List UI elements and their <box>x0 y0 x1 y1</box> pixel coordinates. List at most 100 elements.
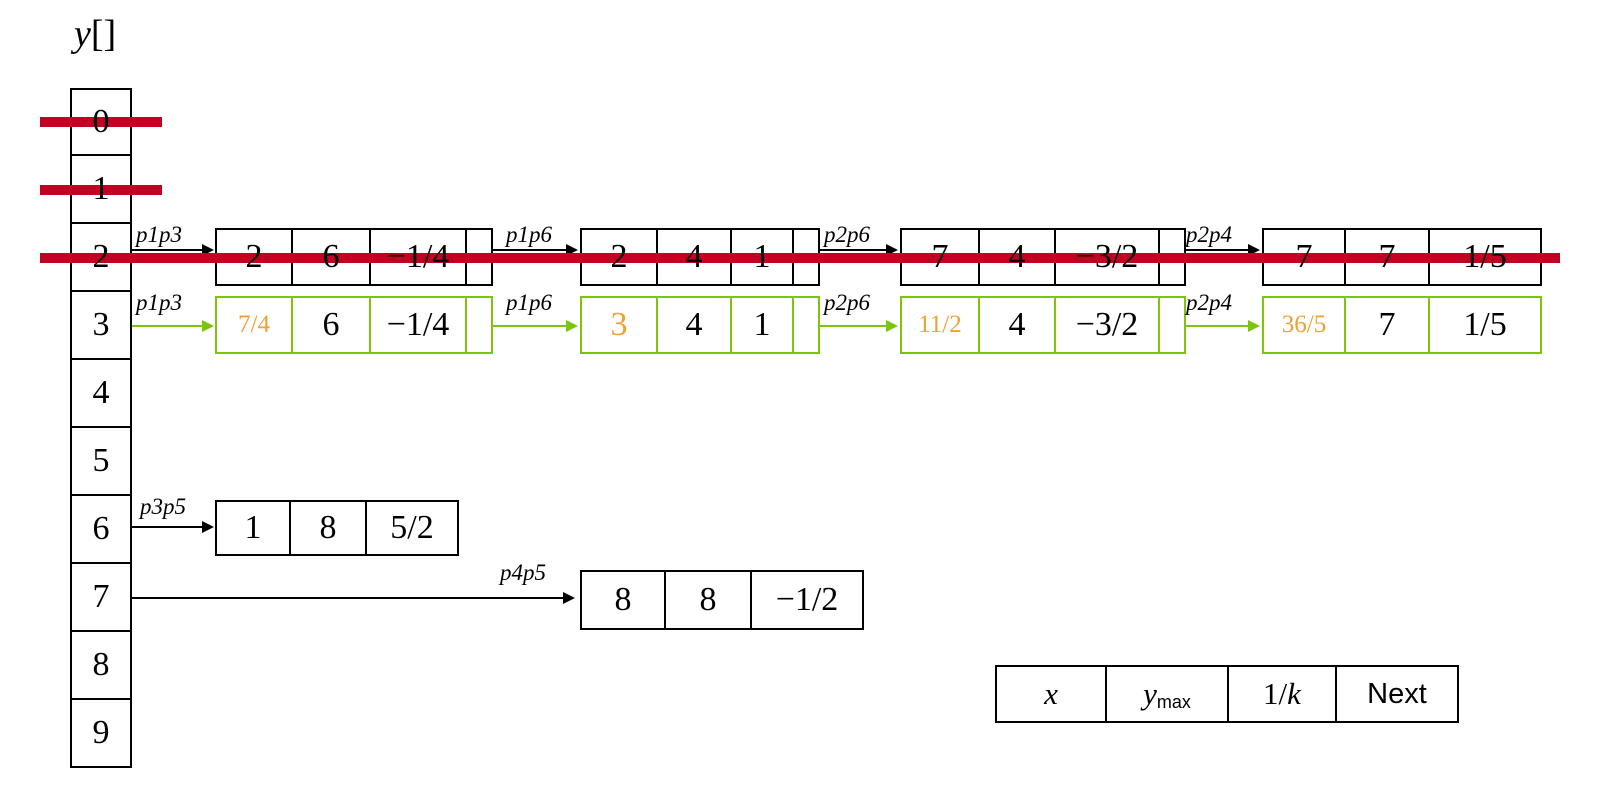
node-x-cell: 3 <box>580 296 658 354</box>
node-ymax-value: 6 <box>322 306 340 343</box>
array-index-label: 5 <box>92 442 110 479</box>
legend-x-label: x <box>1044 676 1058 711</box>
array-cell-9: 9 <box>70 700 132 768</box>
link-arrow-row3-1 <box>493 320 578 332</box>
edge-pair-label: p2p4 <box>1186 222 1232 247</box>
array-index-label: 8 <box>92 646 110 683</box>
array-title: y[] <box>74 12 116 56</box>
node-x-value: 7 <box>1295 238 1313 275</box>
arrowhead-icon <box>563 592 575 604</box>
scanline-marker-row2 <box>40 253 1560 263</box>
array-cell-4: 4 <box>70 360 132 428</box>
node-x-cell: 36/5 <box>1262 296 1346 354</box>
link-arrow-row2-2 <box>820 244 898 256</box>
arrowhead-icon <box>202 320 214 332</box>
link-arrow-row3-2 <box>820 320 898 332</box>
array-index-label: 3 <box>92 306 110 343</box>
edge-pair-label: p1p3 <box>136 290 182 315</box>
array-index-label: 0 <box>92 103 110 140</box>
node-x-cell: 8 <box>580 570 666 630</box>
node-x-cell: 7/4 <box>215 296 293 354</box>
array-cell-5: 5 <box>70 428 132 496</box>
node-x-cell: 11/2 <box>900 296 980 354</box>
node-ymax-value: 8 <box>699 581 717 618</box>
link-arrow-row3-0 <box>132 320 214 332</box>
arrowhead-icon <box>886 320 898 332</box>
array-index-label: 9 <box>92 714 110 751</box>
array-index-label: 7 <box>92 578 110 615</box>
legend-x-cell: x <box>995 665 1107 723</box>
array-index-label: 4 <box>92 374 110 411</box>
node-slope-value: −3/2 <box>1075 238 1139 275</box>
node-ymax-cell: 7 <box>1346 296 1430 354</box>
node-x-value: 7 <box>931 238 949 275</box>
node-ymax-value: 7 <box>1378 238 1396 275</box>
legend-next-label: Next <box>1367 677 1427 710</box>
node-slope-value: −1/2 <box>775 581 839 618</box>
edge-pair-label: p3p5 <box>140 494 186 519</box>
arrowhead-icon <box>1248 320 1260 332</box>
scanline-marker-row1 <box>40 185 162 195</box>
link-arrow-row7-0 <box>132 592 575 604</box>
node-x-value: 2 <box>245 238 263 275</box>
legend-ymax-label: y <box>1143 676 1157 711</box>
node-ymax-value: 4 <box>685 238 703 275</box>
link-arrow-row3-3 <box>1186 320 1260 332</box>
node-ymax-cell: 8 <box>666 570 752 630</box>
node-ymax-cell: 8 <box>291 500 367 556</box>
node-x-value: 36/5 <box>1281 311 1327 338</box>
next-pointer-cell <box>467 296 493 354</box>
legend-slope-prefix: 1/ <box>1263 676 1288 711</box>
link-arrow-row2-1 <box>493 244 578 256</box>
edge-node-row6-1: 1 8 5/2 <box>215 500 459 556</box>
node-slope-cell: 5/2 <box>367 500 459 556</box>
node-slope-cell: −1/4 <box>371 296 467 354</box>
node-ymax-value: 4 <box>1008 306 1026 343</box>
node-x-cell: 1 <box>215 500 291 556</box>
legend-slope-cell: 1/k <box>1229 665 1337 723</box>
node-slope-cell: 1 <box>732 296 794 354</box>
node-ymax-cell: 6 <box>293 296 371 354</box>
node-slope-value: 5/2 <box>390 509 434 546</box>
node-x-value: 11/2 <box>918 311 962 338</box>
array-cell-7: 7 <box>70 564 132 632</box>
edge-pair-label: p2p4 <box>1186 290 1232 315</box>
edge-pair-label: p1p6 <box>506 222 552 247</box>
node-slope-value: 1 <box>753 238 771 275</box>
node-ymax-value: 6 <box>322 238 340 275</box>
legend-slope-variable: k <box>1287 676 1301 711</box>
legend-next-cell: Next <box>1337 665 1459 723</box>
edge-node-row3-2: 3 4 1 <box>580 296 820 354</box>
edge-node-row7-1: 8 8 −1/2 <box>580 570 864 630</box>
node-slope-cell: −1/2 <box>752 570 864 630</box>
y-bucket-array: 0 1 2 3 4 5 6 7 8 9 <box>70 88 132 768</box>
link-arrow-row6-0 <box>132 521 214 533</box>
array-index-label: 2 <box>92 238 110 275</box>
edge-pair-label: p4p5 <box>500 560 546 585</box>
array-cell-8: 8 <box>70 632 132 700</box>
node-x-value: 3 <box>610 306 628 343</box>
node-ymax-value: 8 <box>319 509 337 546</box>
node-x-value: 8 <box>614 581 632 618</box>
array-cell-3: 3 <box>70 292 132 360</box>
node-ymax-value: 4 <box>685 306 703 343</box>
edge-node-row3-4: 36/5 7 1/5 <box>1262 296 1542 354</box>
arrowhead-icon <box>566 320 578 332</box>
edge-pair-label: p2p6 <box>824 290 870 315</box>
node-x-value: 7/4 <box>238 311 270 338</box>
node-slope-value: −3/2 <box>1075 306 1139 343</box>
link-arrow-row2-3 <box>1186 244 1260 256</box>
next-pointer-cell <box>1160 296 1186 354</box>
array-title-brackets: [] <box>90 13 117 55</box>
node-ymax-value: 4 <box>1008 238 1026 275</box>
array-index-label: 1 <box>92 170 110 207</box>
edge-pair-label: p2p6 <box>824 222 870 247</box>
node-slope-cell: −1/4 <box>371 228 467 286</box>
node-x-value: 2 <box>610 238 628 275</box>
edge-pair-label: p1p6 <box>506 290 552 315</box>
edge-node-row3-3: 11/2 4 −3/2 <box>900 296 1186 354</box>
node-slope-value: 1/5 <box>1463 238 1507 275</box>
